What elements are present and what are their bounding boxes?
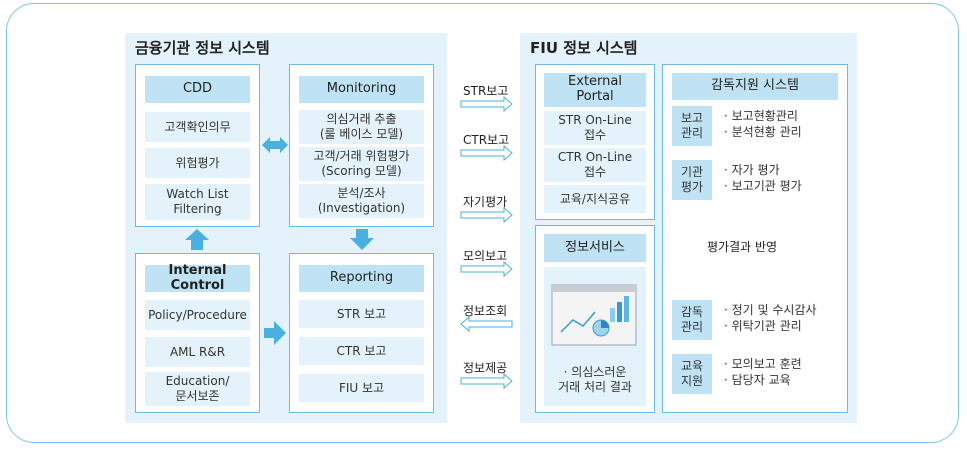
reporting-header: Reporting bbox=[299, 265, 424, 292]
feedback-label: 평가결과 반영 bbox=[707, 240, 778, 254]
external-portal-header: External Portal bbox=[544, 73, 646, 107]
supervision-row-items: · 보고현황관리 · 분석현황 관리 bbox=[724, 108, 842, 140]
cdd-item: Watch List Filtering bbox=[145, 184, 250, 220]
financial-institution-title: 금융기관 정보 시스템 bbox=[135, 39, 270, 57]
supervision-row-item: · 모의보고 훈련 bbox=[724, 357, 802, 371]
external-portal-item: 교육/지식공유 bbox=[544, 185, 646, 213]
supervision-row-item: · 자가 평가 bbox=[724, 163, 780, 177]
reporting-item: CTR 보고 bbox=[299, 337, 424, 365]
monitoring-item: 분석/조사 (Investigation) bbox=[299, 184, 424, 218]
chart-window-icon bbox=[551, 284, 637, 346]
flow-label-info-query: 정보조회 bbox=[463, 304, 508, 318]
diagram-frame bbox=[6, 3, 959, 443]
flow-label-ctr: CTR보고 bbox=[463, 133, 510, 147]
supervision-row-item: · 담당자 교육 bbox=[724, 373, 791, 388]
cdd-header: CDD bbox=[145, 76, 250, 103]
supervision-row-label: 감독 관리 bbox=[672, 300, 712, 340]
reporting-item: FIU 보고 bbox=[299, 374, 424, 402]
cdd-item: 고객확인의무 bbox=[145, 112, 250, 142]
supervision-row-items: · 자가 평가 · 보고기관 평가 bbox=[724, 162, 842, 194]
monitoring-item: 의심거래 추출 (룰 베이스 모델) bbox=[299, 110, 424, 144]
external-portal-item: CTR On-Line 접수 bbox=[544, 148, 646, 182]
info-service-header: 정보서비스 bbox=[544, 234, 646, 262]
internal-control-item: Policy/Procedure bbox=[145, 300, 250, 330]
flow-label-str: STR보고 bbox=[463, 84, 509, 98]
supervision-row-item: · 분석현황 관리 bbox=[724, 125, 802, 140]
internal-control-header: Internal Control bbox=[145, 263, 250, 292]
supervision-row-label: 보고 관리 bbox=[672, 106, 712, 146]
supervision-row-item: · 보고현황관리 bbox=[724, 109, 798, 123]
supervision-row-items: · 정기 및 수시감사 · 위탁기관 관리 bbox=[724, 302, 842, 334]
flow-label-info-provide: 정보제공 bbox=[463, 361, 508, 375]
supervision-row-label: 교육 지원 bbox=[672, 354, 712, 394]
external-portal-item: STR On-Line 접수 bbox=[544, 111, 646, 145]
supervision-row-item: · 보고기관 평가 bbox=[724, 179, 802, 194]
internal-control-item: Education/ 문서보존 bbox=[145, 372, 250, 406]
reporting-item: STR 보고 bbox=[299, 300, 424, 328]
supervision-row-items: · 모의보고 훈련 · 담당자 교육 bbox=[724, 356, 842, 388]
info-service-caption: · 의심스러운 거래 처리 결과 bbox=[544, 358, 646, 402]
supervision-row-item: · 위탁기관 관리 bbox=[724, 319, 802, 334]
internal-control-item: AML R&R bbox=[145, 337, 250, 367]
cdd-item: 위험평가 bbox=[145, 148, 250, 178]
monitoring-item: 고객/거래 위험평가 (Scoring 모델) bbox=[299, 147, 424, 181]
fiu-title: FIU 정보 시스템 bbox=[530, 39, 638, 57]
supervision-row-item: · 정기 및 수시감사 bbox=[724, 303, 817, 317]
supervision-row-label: 기관 평가 bbox=[672, 160, 712, 200]
supervision-header: 감독지원 시스템 bbox=[672, 73, 838, 100]
flow-label-self-eval: 자기평가 bbox=[463, 195, 508, 209]
monitoring-header: Monitoring bbox=[299, 76, 424, 103]
flow-label-mock-report: 모의보고 bbox=[463, 249, 508, 263]
